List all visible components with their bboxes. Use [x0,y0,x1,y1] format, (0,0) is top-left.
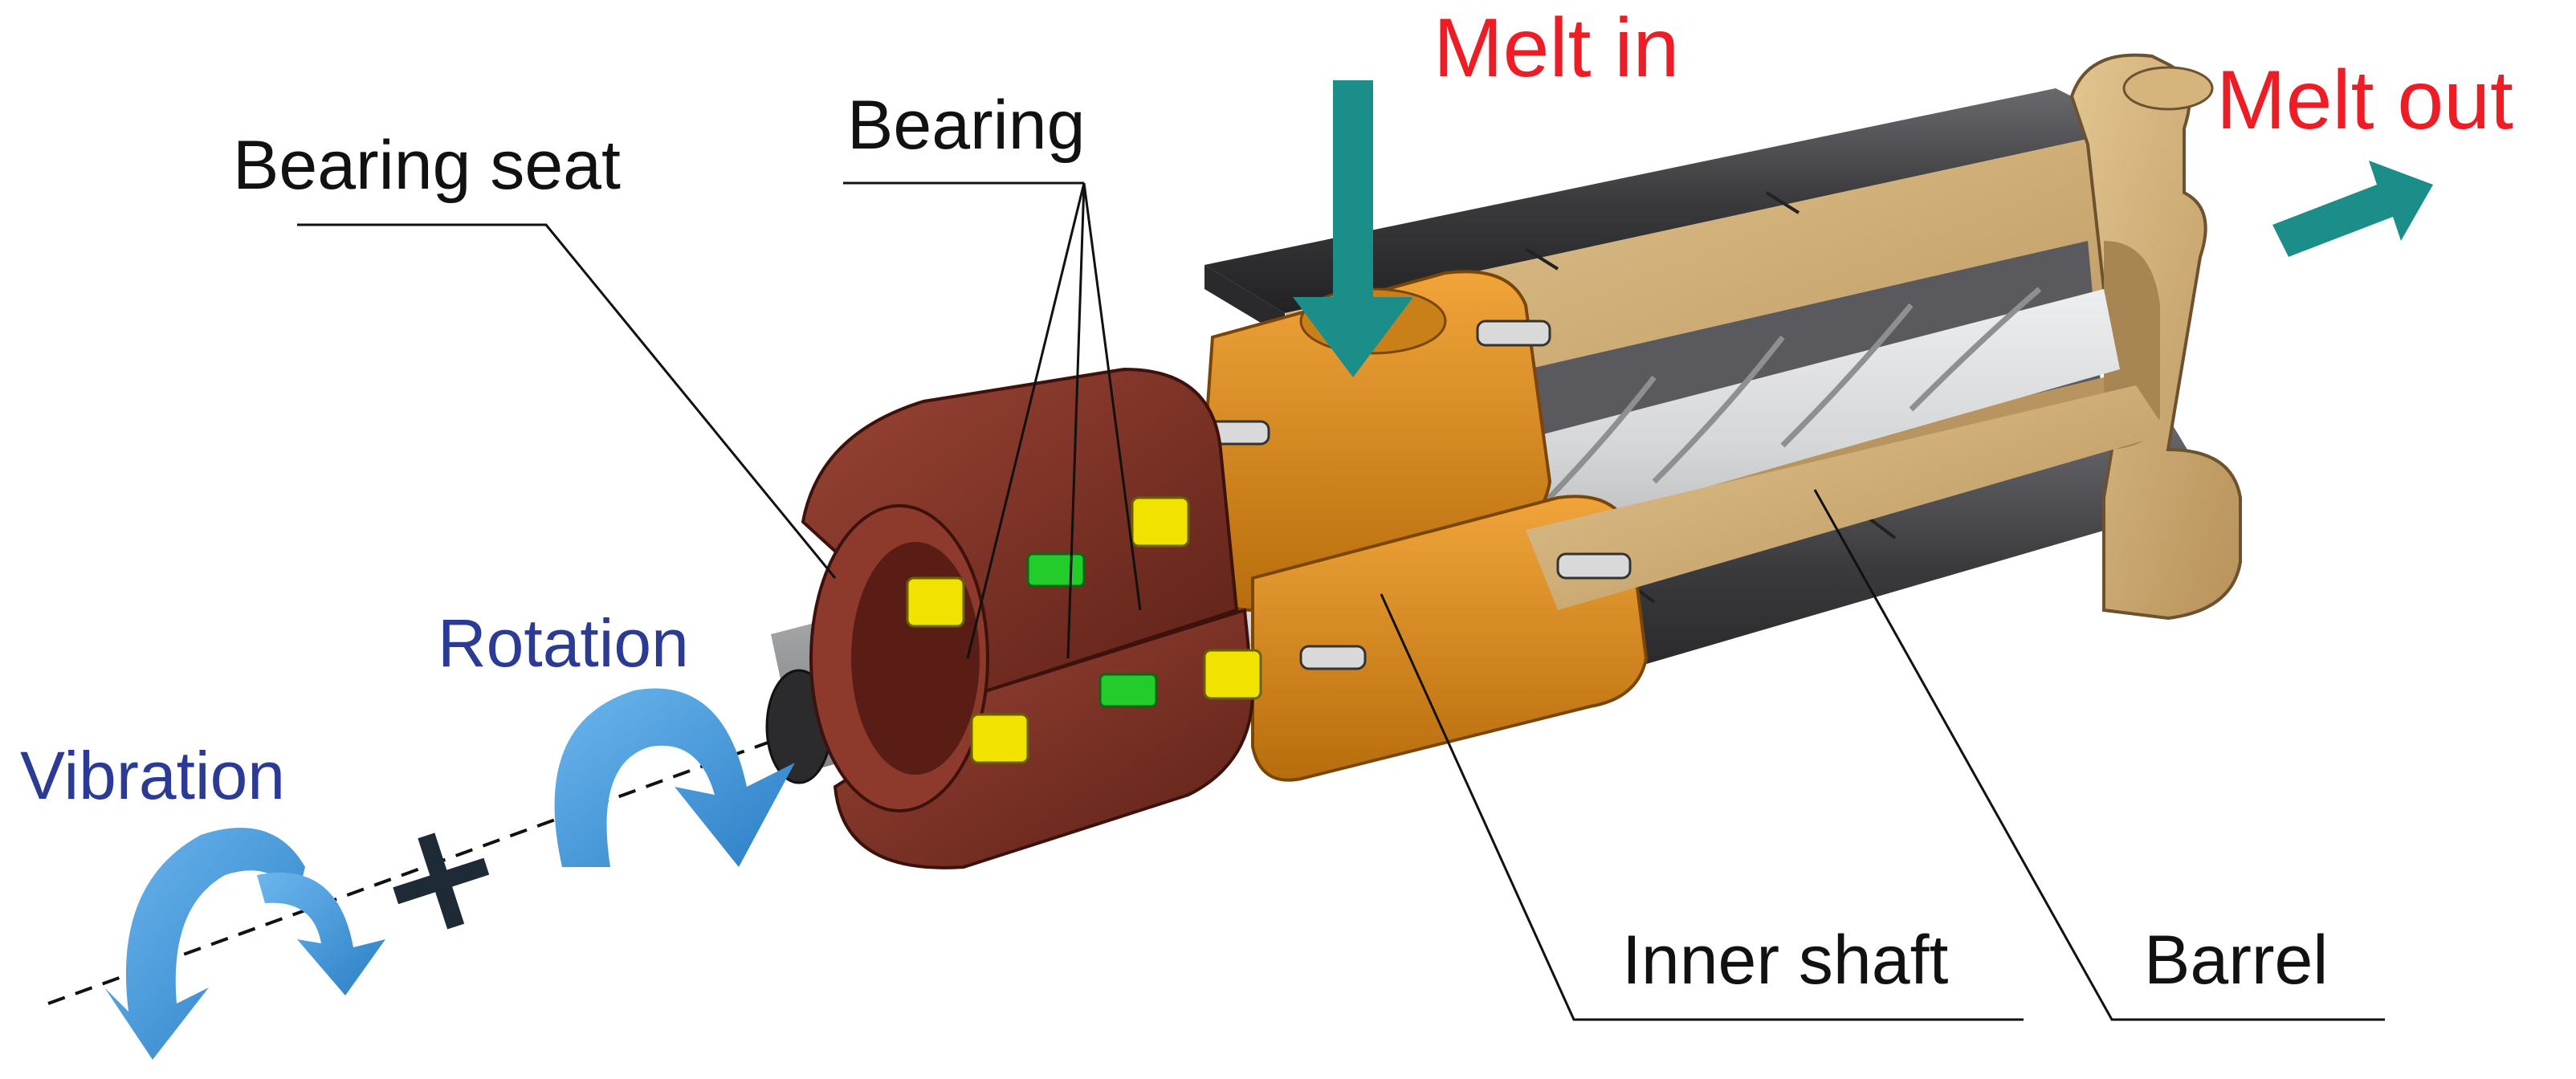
label-barrel: Barrel [2144,922,2328,999]
label-vibration: Vibration [20,738,285,813]
bearing-seat [801,367,1262,869]
label-rotation: Rotation [438,605,689,681]
vibration-arrow-icon [104,828,385,1060]
label-melt-in: Melt in [1433,2,1679,95]
melt-out-arrow [2272,161,2433,257]
rotation-arrow-icon [554,688,795,867]
label-bearing-seat: Bearing seat [233,127,621,204]
label-melt-out: Melt out [2216,54,2513,147]
leader-lines [297,181,2385,1021]
inlet-flange [1194,270,2168,782]
label-inner-shaft: Inner shaft [1622,922,1948,999]
label-bearing: Bearing [847,87,1085,164]
melt-in-arrow [1293,80,1413,377]
